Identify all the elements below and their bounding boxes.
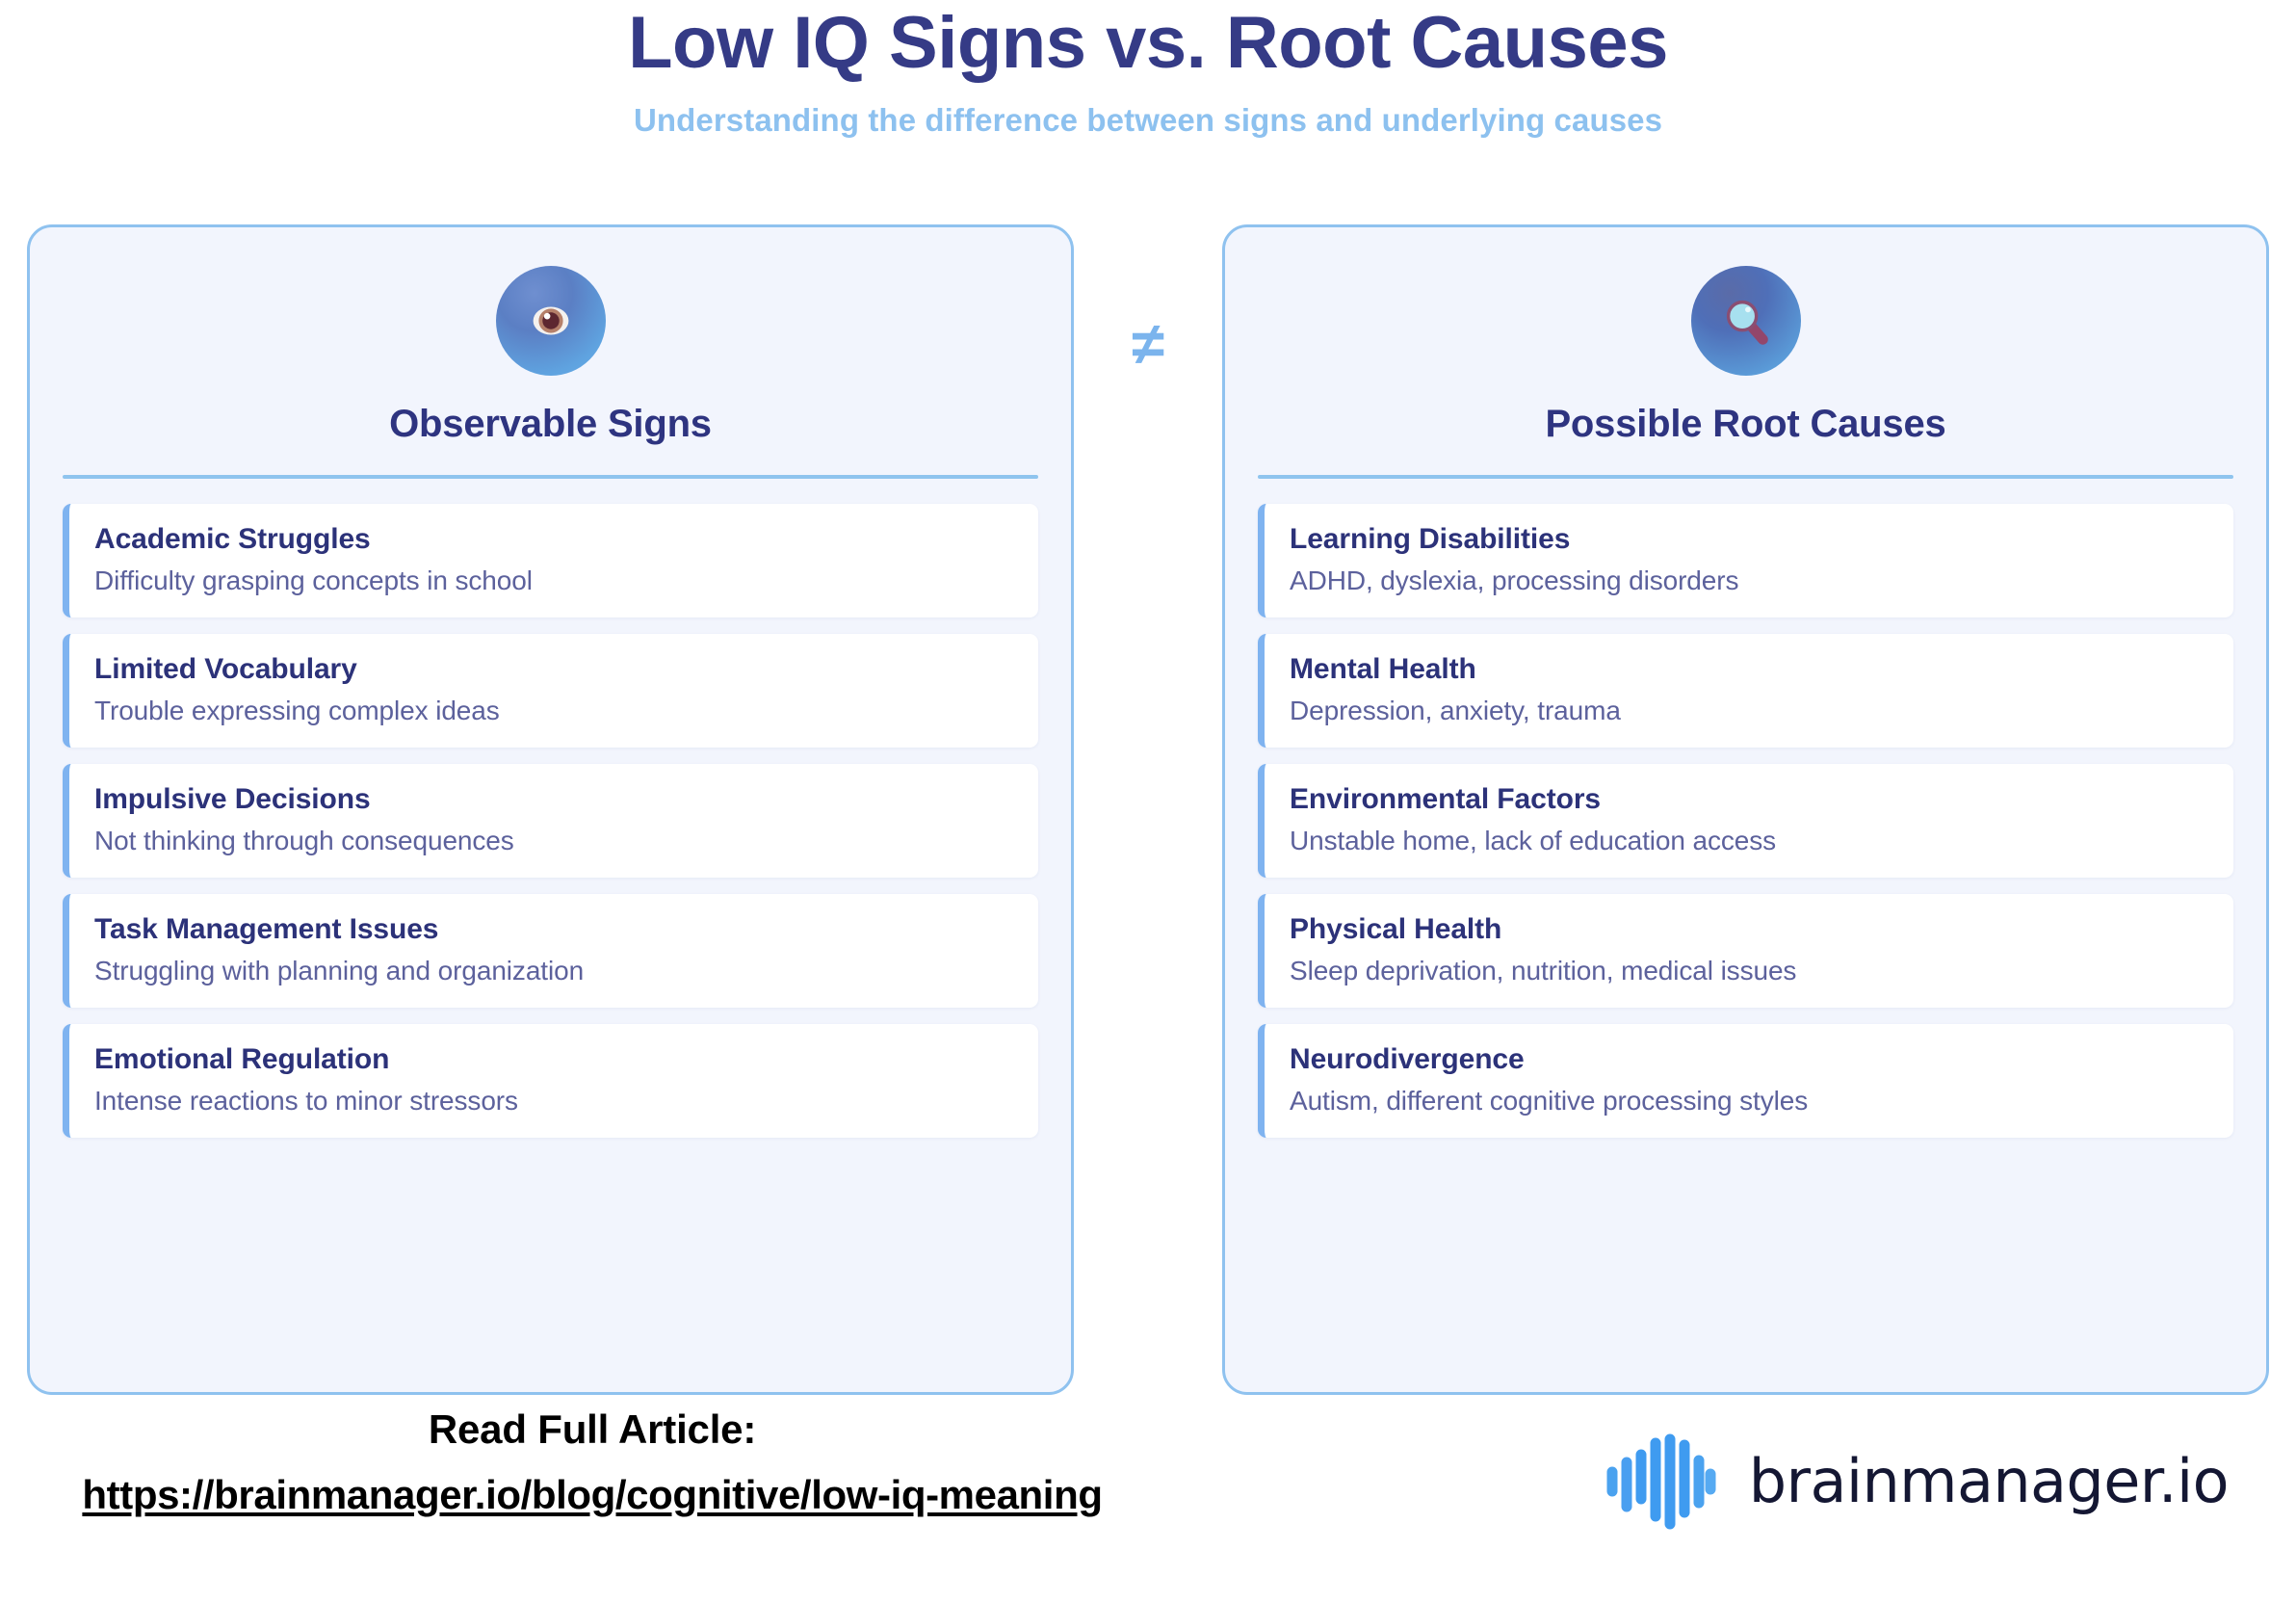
panel-divider xyxy=(63,475,1038,479)
list-item-description: Difficulty grasping concepts in school xyxy=(94,565,533,595)
list-item: Impulsive Decisions Not thinking through… xyxy=(63,764,1038,878)
article-url-link[interactable]: https://brainmanager.io/blog/cognitive/l… xyxy=(82,1472,1103,1517)
page-title: Low IQ Signs vs. Root Causes xyxy=(628,2,1668,84)
list-item-title: Academic Struggles xyxy=(94,523,371,555)
list-item: Learning Disabilities ADHD, dyslexia, pr… xyxy=(1258,504,2233,618)
list-item-title: Mental Health xyxy=(1290,653,1476,685)
observable-signs-list: Academic Struggles Difficulty grasping c… xyxy=(63,504,1038,1138)
list-item-title: Neurodivergence xyxy=(1290,1043,1525,1075)
observable-signs-panel: Observable Signs Academic Struggles Diff… xyxy=(27,224,1074,1395)
list-item-description: Sleep deprivation, nutrition, medical is… xyxy=(1290,956,1797,985)
list-item-description: ADHD, dyslexia, processing disorders xyxy=(1290,565,1739,595)
list-item-title: Environmental Factors xyxy=(1290,783,1601,815)
list-item-description: Unstable home, lack of education access xyxy=(1290,826,1777,855)
possible-root-causes-heading: Possible Root Causes xyxy=(1545,403,1946,445)
list-item-description: Not thinking through consequences xyxy=(94,826,514,855)
comparison-section: Observable Signs Academic Struggles Diff… xyxy=(27,224,2269,1395)
list-item-description: Autism, different cognitive processing s… xyxy=(1290,1086,1809,1116)
brainwave-logo-icon xyxy=(1606,1433,1716,1530)
brand-logo: brainmanager.io xyxy=(1603,1428,2230,1536)
not-equal-icon: ≠ xyxy=(1131,311,1165,378)
list-item: Emotional Regulation Intense reactions t… xyxy=(63,1024,1038,1138)
list-item: Neurodivergence Autism, different cognit… xyxy=(1258,1024,2233,1138)
panel-divider xyxy=(1258,475,2233,479)
list-item: Environmental Factors Unstable home, lac… xyxy=(1258,764,2233,878)
list-item: Physical Health Sleep deprivation, nutri… xyxy=(1258,894,2233,1008)
page-footer: Read Full Article: https://brainmanager.… xyxy=(0,1406,2296,1603)
list-item-title: Limited Vocabulary xyxy=(94,653,357,685)
cta-block: Read Full Article: https://brainmanager.… xyxy=(0,1406,1185,1518)
list-item-description: Trouble expressing complex ideas xyxy=(94,696,500,725)
list-item: Mental Health Depression, anxiety, traum… xyxy=(1258,634,2233,748)
list-item: Task Management Issues Struggling with p… xyxy=(63,894,1038,1008)
list-item: Academic Struggles Difficulty grasping c… xyxy=(63,504,1038,618)
brand-name: brainmanager.io xyxy=(1748,1446,2230,1516)
list-item-description: Depression, anxiety, trauma xyxy=(1290,696,1621,725)
list-item-title: Emotional Regulation xyxy=(94,1043,390,1075)
observable-signs-heading: Observable Signs xyxy=(389,403,712,445)
page-header: Low IQ Signs vs. Root Causes Understandi… xyxy=(0,0,2296,139)
list-item-title: Impulsive Decisions xyxy=(94,783,371,815)
list-item-description: Intense reactions to minor stressors xyxy=(94,1086,518,1116)
eye-icon xyxy=(495,266,606,376)
possible-root-causes-panel: Possible Root Causes Learning Disabiliti… xyxy=(1222,224,2269,1395)
possible-root-causes-list: Learning Disabilities ADHD, dyslexia, pr… xyxy=(1258,504,2233,1138)
list-item-title: Task Management Issues xyxy=(94,913,439,945)
list-item-title: Learning Disabilities xyxy=(1290,523,1571,555)
page-subtitle: Understanding the difference between sig… xyxy=(633,101,1663,138)
list-item: Limited Vocabulary Trouble expressing co… xyxy=(63,634,1038,748)
magnifying-glass-icon xyxy=(1690,266,1801,376)
list-item-title: Physical Health xyxy=(1290,913,1502,945)
read-full-article-label: Read Full Article: xyxy=(428,1406,757,1452)
list-item-description: Struggling with planning and organizatio… xyxy=(94,956,585,985)
